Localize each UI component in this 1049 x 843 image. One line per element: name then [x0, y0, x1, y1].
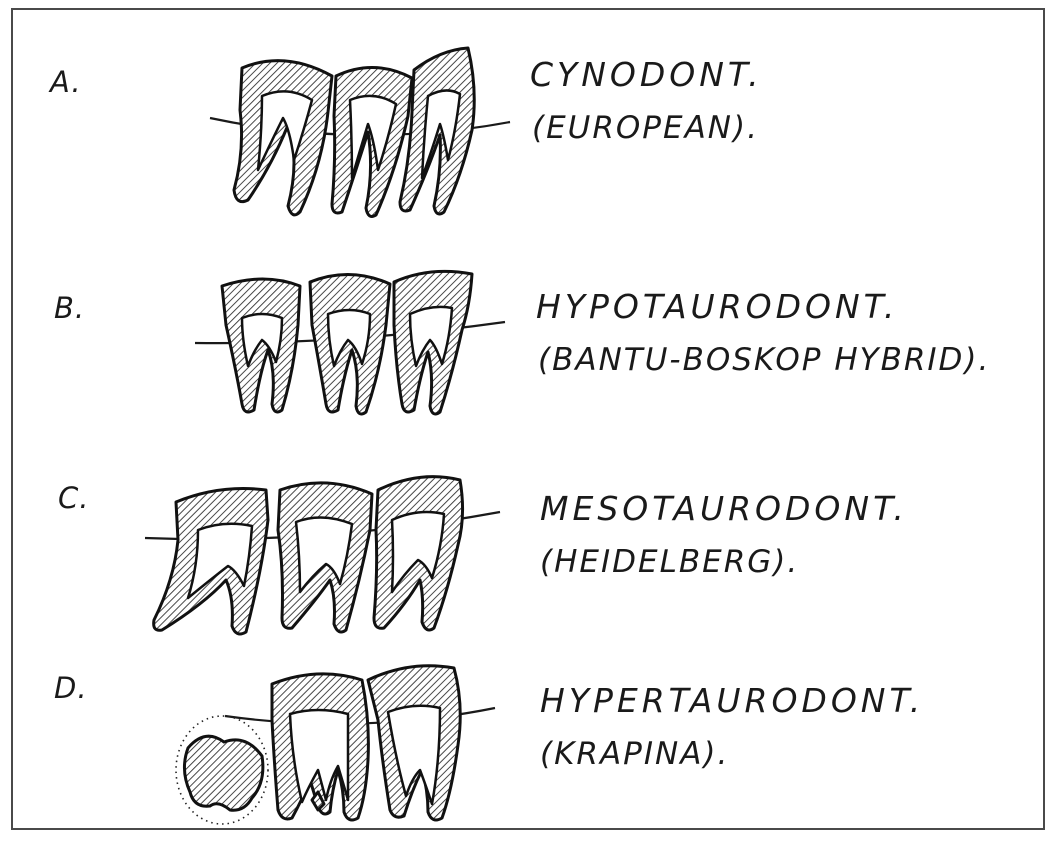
- row-a-type: CYNODONT.: [530, 55, 763, 94]
- tooth-b1: [222, 279, 300, 412]
- row-c-example: (HEIDELBERG).: [540, 544, 799, 580]
- tooth-d-bud: [176, 716, 268, 824]
- row-b-example: (BANTU-BOSKOP HYBRID).: [538, 342, 990, 378]
- row-c-teeth: [145, 477, 500, 634]
- tooth-d1: [272, 674, 368, 820]
- row-d-type: HYPERTAURODONT.: [540, 681, 924, 720]
- row-a-letter: A.: [48, 65, 82, 99]
- row-b-type: HYPOTAURODONT.: [536, 287, 898, 326]
- tooth-c3: [374, 477, 463, 630]
- tooth-b2: [310, 274, 390, 414]
- row-d-letter: D.: [54, 671, 88, 705]
- row-d-example: (KRAPINA).: [540, 736, 729, 772]
- row-c-letter: C.: [58, 481, 89, 515]
- row-a-example: (EUROPEAN).: [532, 110, 759, 146]
- row-b-labels: B. HYPOTAURODONT. (BANTU-BOSKOP HYBRID).: [54, 287, 990, 378]
- row-c-type: MESOTAURODONT.: [540, 489, 908, 528]
- tooth-c1: [154, 489, 268, 635]
- row-b-letter: B.: [54, 291, 85, 325]
- tooth-a1: [234, 61, 332, 215]
- tooth-a3: [400, 48, 474, 214]
- tooth-a2: [332, 67, 412, 216]
- row-a-teeth: [210, 48, 510, 216]
- row-d-teeth: [176, 666, 495, 824]
- tooth-d2: [368, 666, 460, 820]
- row-b-teeth: [195, 271, 505, 414]
- tooth-c2: [278, 483, 372, 632]
- tooth-b3: [394, 271, 472, 414]
